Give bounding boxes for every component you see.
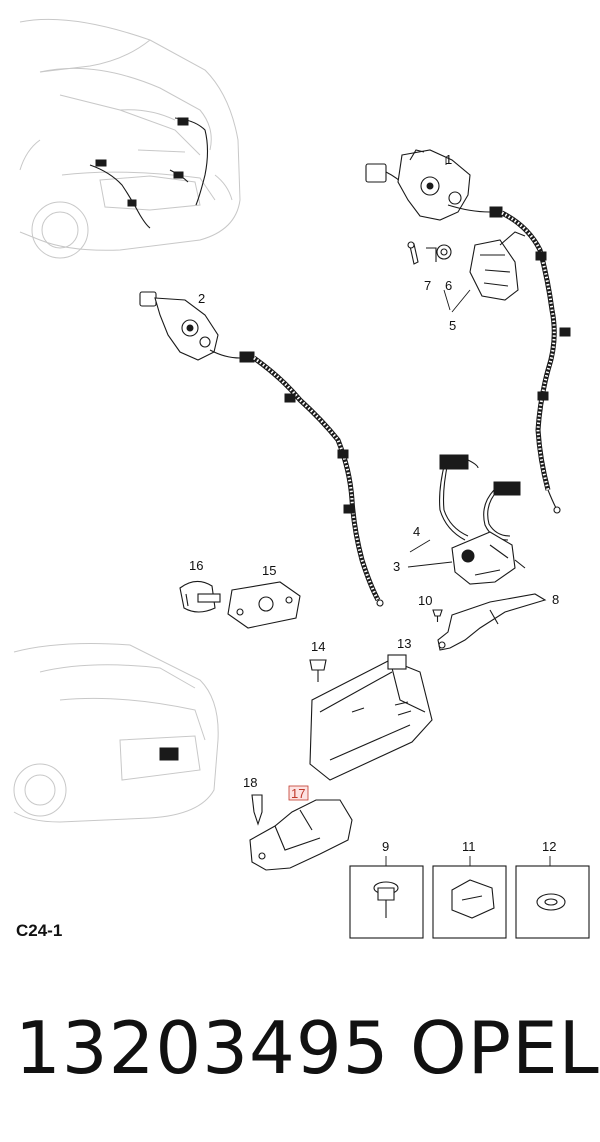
part-18-pin bbox=[251, 794, 263, 826]
section-code: C24-1 bbox=[16, 921, 62, 940]
callout-17: 17 bbox=[291, 786, 305, 801]
part-17-bracket bbox=[249, 799, 353, 871]
part-9-bolt bbox=[373, 881, 399, 918]
part-16-bump-stop bbox=[179, 580, 221, 613]
callout-9: 9 bbox=[382, 839, 389, 854]
part-10-screw bbox=[432, 609, 443, 622]
part-15-pad bbox=[227, 581, 301, 629]
callout-6: 6 bbox=[445, 278, 452, 293]
callout-18: 18 bbox=[243, 775, 257, 790]
callout-2: 2 bbox=[198, 291, 205, 306]
part-14-screw bbox=[309, 659, 327, 682]
part-number: 13203495 bbox=[15, 1006, 390, 1090]
brand-name: OPEL bbox=[410, 1006, 600, 1090]
callout-13: 13 bbox=[397, 636, 411, 651]
part-11-clip bbox=[451, 879, 495, 919]
callout-12: 12 bbox=[542, 839, 556, 854]
callout-8: 8 bbox=[552, 592, 559, 607]
callout-16: 16 bbox=[189, 558, 203, 573]
callout-7: 7 bbox=[424, 278, 431, 293]
car-illustration-top bbox=[19, 18, 241, 259]
callout-11: 11 bbox=[462, 839, 476, 854]
part-13-control-module bbox=[309, 654, 433, 781]
part-7-pin bbox=[407, 241, 419, 265]
part-6-bracket bbox=[426, 244, 452, 262]
part-12-washer bbox=[536, 893, 566, 911]
part-3-latch bbox=[451, 531, 526, 585]
car-illustration-bottom bbox=[13, 643, 219, 823]
callout-10: 10 bbox=[418, 593, 432, 608]
callout-5: 5 bbox=[449, 318, 456, 333]
part-4-cable bbox=[439, 454, 521, 541]
part-2-lock-cable bbox=[139, 291, 384, 607]
callout-17-highlight bbox=[288, 785, 309, 801]
part-1-lock-assembly bbox=[365, 149, 571, 514]
part-8-bracket bbox=[437, 593, 547, 651]
callout-15: 15 bbox=[262, 563, 276, 578]
callout-1: 1 bbox=[445, 152, 452, 167]
callout-14: 14 bbox=[311, 639, 325, 654]
part-5-actuator bbox=[469, 231, 526, 301]
callout-3: 3 bbox=[393, 559, 400, 574]
callout-4: 4 bbox=[413, 524, 420, 539]
